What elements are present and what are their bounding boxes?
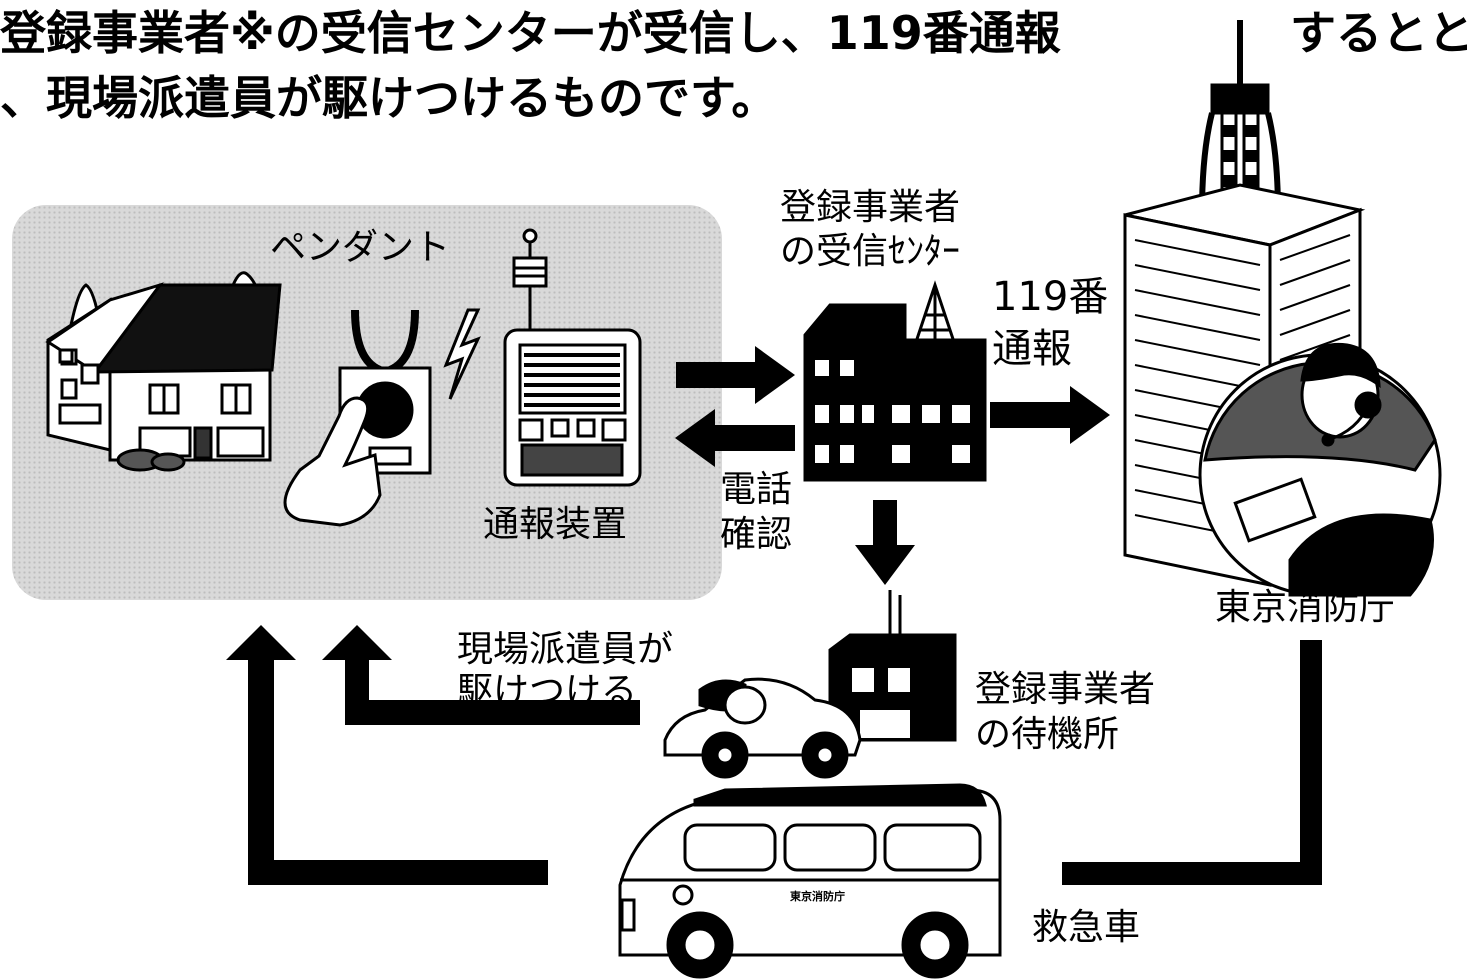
house-icon: [45, 271, 282, 472]
device-label: 通報装置: [483, 504, 628, 545]
ambulance-body-text: 東京消防庁: [790, 889, 845, 903]
phone-confirm-label-line1: 電話: [720, 469, 793, 510]
operator-icon: [1198, 342, 1442, 597]
standby-station-building-icon: [828, 590, 957, 742]
receiving-center-label-line2: の受信ｾﾝﾀｰ: [780, 231, 961, 272]
ambulance-icon: [618, 783, 1002, 979]
receiving-center-label-line1: 登録事業者: [780, 187, 961, 228]
arrow-device-to-center: [676, 346, 795, 404]
fire-department-label: 東京消防庁: [1215, 587, 1396, 628]
headline-line1-main: 登録事業者※の受信センターが受信し、119番通報: [0, 6, 1061, 60]
phone-confirm-label-line2: 確認: [720, 514, 793, 555]
hand-icon: [283, 396, 382, 527]
arrow-center-to-fire: [990, 386, 1110, 444]
arrow-ambulance-to-home: [226, 625, 548, 885]
call-119-label-line1: 119番: [992, 274, 1109, 320]
ambulance-label: 救急車: [1032, 907, 1141, 948]
headline-line1: 登録事業者※の受信センターが受信し、119番通報: [0, 10, 1061, 56]
arrow-center-to-device: [675, 409, 795, 467]
call-119-label-line2: 通報: [992, 326, 1072, 372]
flow-arrows: [226, 346, 1322, 885]
standby-label-line2: の待機所: [975, 714, 1120, 755]
standby-label-line1: 登録事業者: [975, 669, 1156, 710]
headline-line1-tail: するとと: [1290, 6, 1467, 60]
headline-line2: 、現場派遣員が駆けつけるものです。: [0, 71, 778, 125]
dispatch-label-line1: 現場派遣員が: [457, 629, 674, 670]
pendant-label: ペンダント: [270, 227, 451, 268]
dispatch-label-line2: 駆けつける: [457, 671, 638, 712]
alarm-device-icon: [503, 228, 642, 487]
patrol-car-icon: [663, 677, 862, 779]
arrow-center-to-standby: [855, 500, 915, 585]
receiving-center-building-icon: [803, 280, 987, 482]
signal-icon: [443, 308, 481, 400]
arrow-dispatch-to-home: [322, 625, 640, 725]
